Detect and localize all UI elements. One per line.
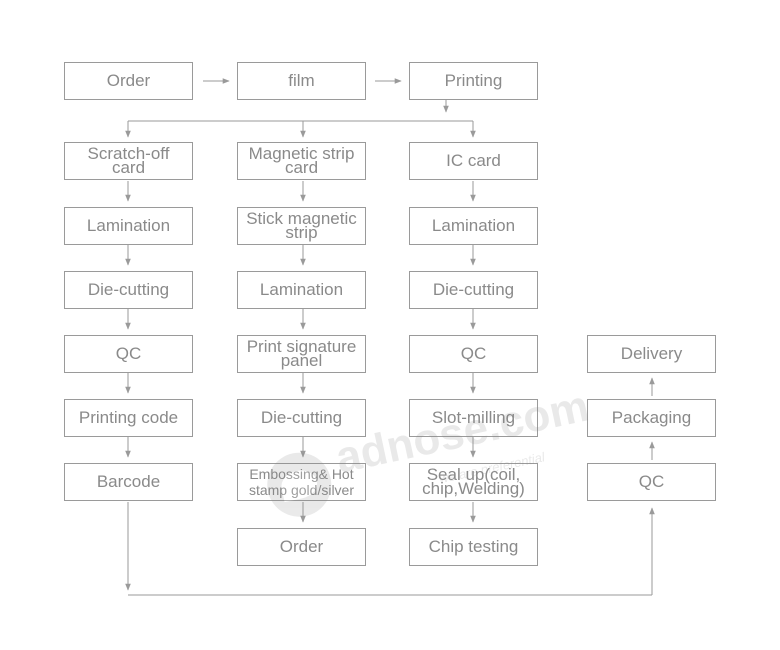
node-qc-final-label: QC [638,472,665,491]
watermark-logo-icon [261,446,338,523]
node-magnetic-strip-card: Magnetic strip card [237,142,366,180]
node-order-2: Order [237,528,366,566]
node-magnetic-strip-card-label: Magnetic strip card [248,144,355,177]
node-die-cutting-3: Die-cutting [409,271,538,309]
node-die-cutting-2-label: Die-cutting [260,408,343,427]
node-qc-1-label: QC [115,344,142,363]
node-slot-milling: Slot-milling [409,399,538,437]
node-barcode: Barcode [64,463,193,501]
node-delivery: Delivery [587,335,716,373]
node-qc-final: QC [587,463,716,501]
node-print-signature-panel: Print signature panel [237,335,366,373]
node-die-cutting-3-label: Die-cutting [432,280,515,299]
node-seal-up: Seal up(coil, chip,Welding) [409,463,538,501]
node-lamination-3: Lamination [409,207,538,245]
node-slot-milling-label: Slot-milling [431,408,516,427]
node-die-cutting-2: Die-cutting [237,399,366,437]
node-lamination-2: Lamination [237,271,366,309]
node-delivery-label: Delivery [620,344,683,363]
node-printing-label: Printing [444,71,503,90]
node-barcode-label: Barcode [96,472,161,491]
node-qc-1: QC [64,335,193,373]
node-stick-magnetic-strip: Stick magnetic strip [237,207,366,245]
node-scratch-off-card-label: Scratch-off card [87,144,170,177]
node-film: film [237,62,366,100]
node-printing-code: Printing code [64,399,193,437]
node-ic-card: IC card [409,142,538,180]
node-chip-testing: Chip testing [409,528,538,566]
node-packaging-label: Packaging [611,408,692,427]
node-lamination-1-label: Lamination [86,216,171,235]
node-ic-card-label: IC card [446,151,501,170]
node-printing: Printing [409,62,538,100]
node-die-cutting-1-label: Die-cutting [87,280,170,299]
node-qc-3-label: QC [460,344,487,363]
node-order-label: Order [106,71,151,90]
node-packaging: Packaging [587,399,716,437]
node-order: Order [64,62,193,100]
node-qc-3: QC [409,335,538,373]
node-film-label: film [288,71,315,90]
node-seal-up-label: Seal up(coil, chip,Welding) [422,465,525,498]
node-scratch-off-card: Scratch-off card [64,142,193,180]
node-order-2-label: Order [279,537,324,556]
node-die-cutting-1: Die-cutting [64,271,193,309]
node-printing-code-label: Printing code [78,408,179,427]
node-lamination-2-label: Lamination [259,280,344,299]
node-stick-magnetic-strip-label: Stick magnetic strip [246,209,357,242]
node-print-signature-panel-label: Print signature panel [246,337,357,370]
node-chip-testing-label: Chip testing [428,537,519,556]
node-lamination-3-label: Lamination [431,216,516,235]
node-lamination-1: Lamination [64,207,193,245]
